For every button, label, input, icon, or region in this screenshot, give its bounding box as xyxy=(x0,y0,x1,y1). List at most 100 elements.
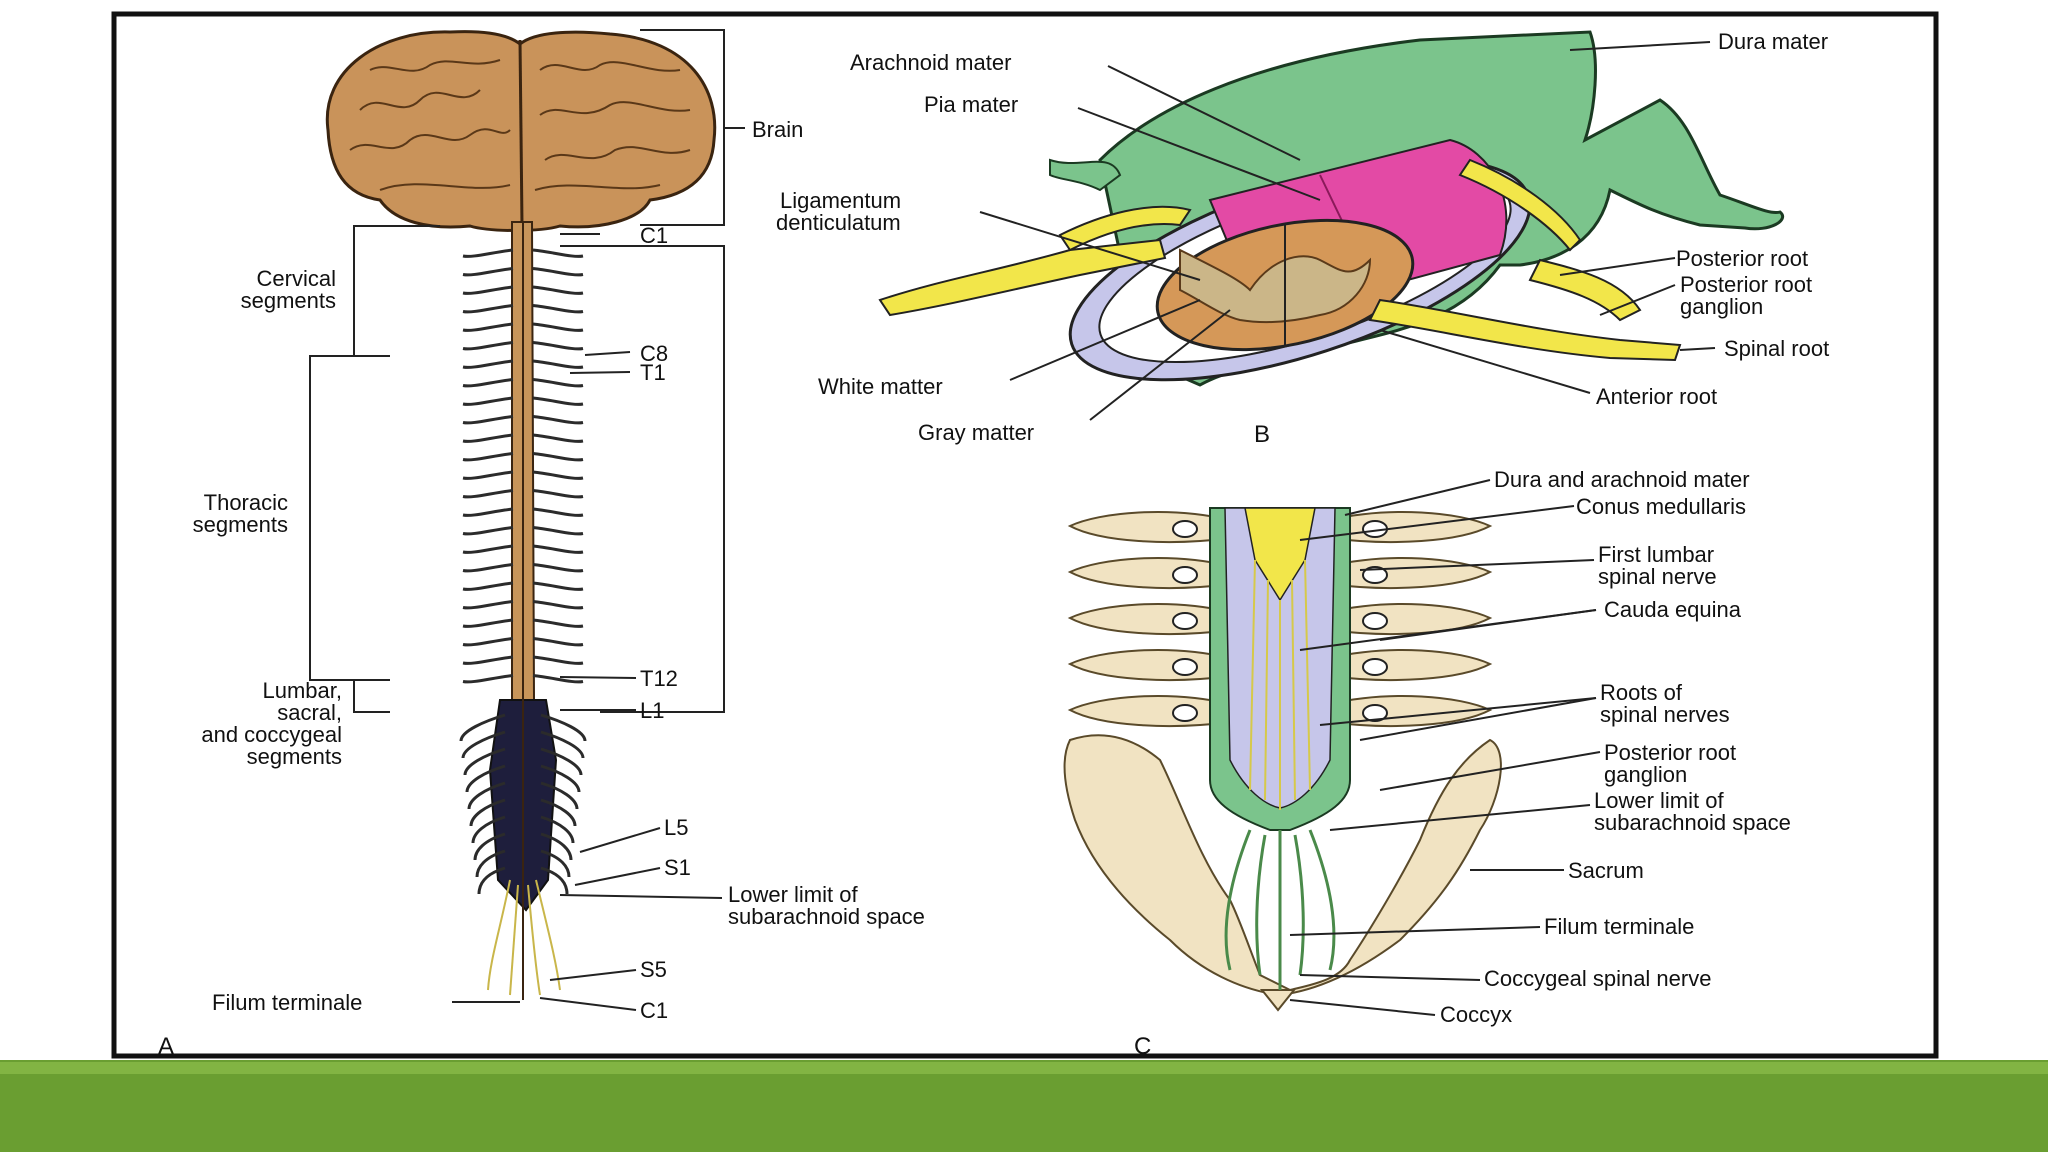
nerve-root xyxy=(532,378,584,388)
label-spinal-root: Spinal root xyxy=(1724,336,1829,361)
label-coccygeal-nerve: Coccygeal spinal nerve xyxy=(1484,966,1711,991)
nerve-root xyxy=(473,832,506,861)
label-ligamentum-2: denticulatum xyxy=(776,210,901,235)
panel-b-illustration xyxy=(878,30,1784,387)
label-thoracic-2: segments xyxy=(193,512,288,537)
label-anterior-root: Anterior root xyxy=(1596,384,1717,409)
label-s5: S5 xyxy=(640,957,667,982)
nerve-root xyxy=(532,489,584,499)
nerve-root xyxy=(462,489,514,499)
nerve-root xyxy=(467,781,506,810)
nerve-root xyxy=(532,581,584,591)
label-brain: Brain xyxy=(752,117,803,142)
nerve-root xyxy=(462,415,514,425)
foramen xyxy=(1172,658,1198,676)
nerve-root xyxy=(540,798,577,827)
nerve-root xyxy=(462,267,514,277)
foramen xyxy=(1362,566,1388,584)
nerve-root xyxy=(540,764,581,793)
nerve-root xyxy=(462,470,514,480)
label-panel-c: C xyxy=(1134,1033,1151,1060)
nerve-root xyxy=(532,359,584,369)
nerve-root xyxy=(532,563,584,573)
label-coccyx: Coccyx xyxy=(1440,1002,1512,1027)
nerve-root xyxy=(532,655,584,665)
label-lower-limit-c-1: Lower limit of xyxy=(1594,788,1724,813)
foramen xyxy=(1172,520,1198,538)
label-lumbar-4: segments xyxy=(247,744,342,769)
nerve-root xyxy=(462,396,514,406)
label-posterior-root: Posterior root xyxy=(1676,246,1808,271)
nerve-root xyxy=(462,544,514,554)
nerve-root xyxy=(462,285,514,295)
foramen xyxy=(1172,612,1198,630)
label-s1: S1 xyxy=(664,855,691,880)
nerve-root xyxy=(462,526,514,536)
panel-a-illustration xyxy=(325,30,717,1000)
label-c1-bottom: C1 xyxy=(640,998,668,1023)
nerve-root xyxy=(540,832,573,861)
label-l1: L1 xyxy=(640,698,664,723)
nerve-root xyxy=(532,674,584,684)
nerve-root xyxy=(540,781,579,810)
nerve-root xyxy=(462,304,514,314)
label-first-lumbar-2: spinal nerve xyxy=(1598,564,1717,589)
label-dura-mater: Dura mater xyxy=(1718,29,1828,54)
label-prg-b-1: Posterior root xyxy=(1680,272,1812,297)
nerve-root xyxy=(462,655,514,665)
foramen xyxy=(1172,566,1198,584)
nerve-root xyxy=(461,730,506,759)
nerve-root xyxy=(462,322,514,332)
nerve-root xyxy=(532,544,584,554)
nerve-root xyxy=(462,563,514,573)
label-l5: L5 xyxy=(664,815,688,840)
label-roots-1: Roots of xyxy=(1600,680,1683,705)
label-conus-medullaris: Conus medullaris xyxy=(1576,494,1746,519)
nerve-root xyxy=(532,285,584,295)
foramen xyxy=(1362,704,1388,722)
nerve-root xyxy=(462,341,514,351)
label-prg-b-2: ganglion xyxy=(1680,294,1763,319)
panel-a-brackets xyxy=(309,29,745,713)
foramen xyxy=(1362,612,1388,630)
slide-footer-bar xyxy=(0,1060,2048,1152)
nerve-root xyxy=(462,637,514,647)
nerve-root xyxy=(532,248,584,258)
nerve-root xyxy=(540,730,585,759)
nerve-root xyxy=(462,378,514,388)
label-t12: T12 xyxy=(640,666,678,691)
nerve-root xyxy=(469,798,506,827)
nerve-root xyxy=(532,507,584,517)
label-prg-c-2: ganglion xyxy=(1604,762,1687,787)
label-arachnoid-mater: Arachnoid mater xyxy=(850,50,1011,75)
nerve-root xyxy=(532,341,584,351)
nerve-root xyxy=(532,304,584,314)
nerve-root xyxy=(532,637,584,647)
nerve-root xyxy=(462,452,514,462)
nerve-root xyxy=(540,866,569,895)
nerve-root xyxy=(463,747,506,776)
nerve-root xyxy=(532,267,584,277)
nerve-root xyxy=(459,713,506,742)
nerve-root xyxy=(475,849,506,878)
label-lower-limit-a-1: Lower limit of xyxy=(728,882,858,907)
label-lower-limit-c-2: subarachnoid space xyxy=(1594,810,1791,835)
label-ligamentum-1: Ligamentum xyxy=(780,188,901,213)
nerve-root xyxy=(477,866,506,895)
nerve-root xyxy=(532,433,584,443)
nerve-root xyxy=(462,507,514,517)
nerve-root xyxy=(532,618,584,628)
nerve-root xyxy=(532,396,584,406)
panel-c-illustration xyxy=(1063,507,1502,1012)
nerve-root xyxy=(540,713,587,742)
label-cervical-1: Cervical xyxy=(257,266,336,291)
foramen xyxy=(1172,704,1198,722)
label-prg-c-1: Posterior root xyxy=(1604,740,1736,765)
label-first-lumbar-1: First lumbar xyxy=(1598,542,1714,567)
label-gray-matter: Gray matter xyxy=(918,420,1034,445)
label-c8: C8 xyxy=(640,341,668,366)
nerve-root xyxy=(462,433,514,443)
label-filum-a: Filum terminale xyxy=(212,990,362,1015)
nerve-root xyxy=(462,618,514,628)
label-filum-c: Filum terminale xyxy=(1544,914,1694,939)
